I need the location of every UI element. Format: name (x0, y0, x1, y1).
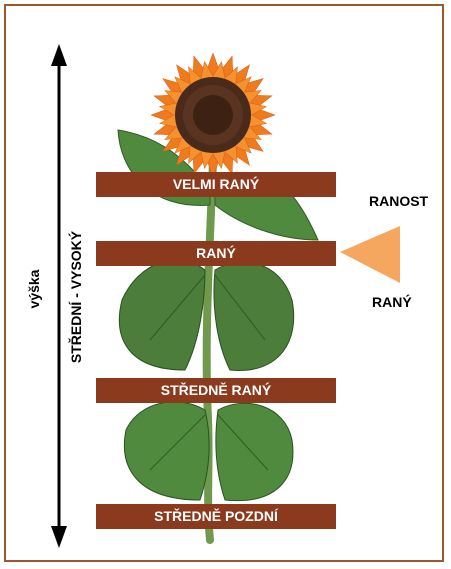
band-rany: RANÝ (96, 241, 336, 266)
band-velmi-rany: VELMI RANÝ (96, 172, 336, 197)
ranost-title: RANOST (369, 193, 428, 209)
axis-label-height-class: STŘEDNÍ - VYSOKÝ (68, 222, 86, 372)
arrow-up-icon (51, 44, 67, 66)
ranost-indicator-icon (340, 226, 400, 283)
band-stredne-rany: STŘEDNĚ RANÝ (96, 378, 336, 403)
band-stredne-pozdni: STŘEDNĚ POZDNÍ (96, 504, 336, 529)
ranost-value: RANÝ (372, 294, 412, 310)
axis-label-height: výška (26, 259, 44, 319)
arrow-down-icon (51, 526, 67, 548)
